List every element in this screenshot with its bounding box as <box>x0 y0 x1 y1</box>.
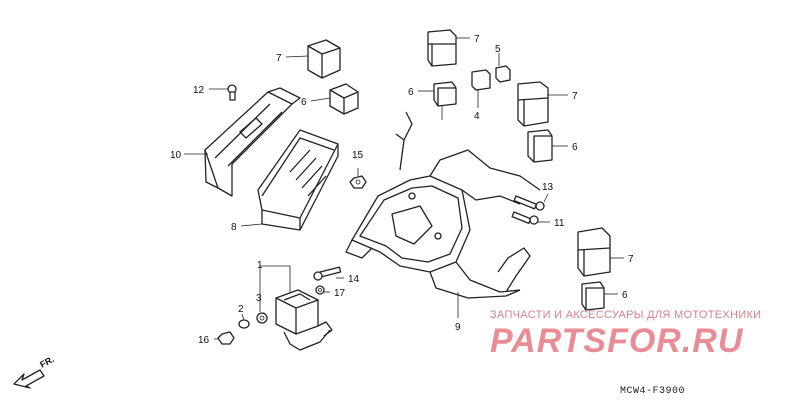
watermark-subtitle: ЗАПЧАСТИ И АКСЕССУАРЫ ДЛЯ МОТОТЕХНИКИ <box>490 309 761 321</box>
front-arrow-icon <box>13 369 45 389</box>
callout-10: 10 <box>170 150 182 161</box>
callout-7: 7 <box>572 91 578 102</box>
callout-8: 8 <box>231 222 237 233</box>
part-8-ecu-unit <box>257 129 339 231</box>
part-3-collar <box>256 312 268 324</box>
part-17-washer <box>315 285 325 295</box>
callout-6: 6 <box>622 290 628 301</box>
leader-lines <box>184 37 624 340</box>
callout-15: 15 <box>352 150 364 161</box>
part-14-bolt <box>313 266 342 281</box>
front-arrow-label: FR. <box>38 354 55 370</box>
callout-6: 6 <box>301 97 307 108</box>
callout-1: 1 <box>257 260 263 271</box>
part-11-bolt <box>511 211 539 225</box>
relay-group-upper-left <box>307 39 359 115</box>
callout-16: 16 <box>198 335 210 346</box>
part-15-nut <box>349 175 367 189</box>
part-9-wire-harness-bracket <box>345 111 541 299</box>
watermark-logo: PARTSFOR.RU <box>490 322 744 360</box>
callout-11: 11 <box>554 218 565 229</box>
part-13-bolt <box>513 195 545 211</box>
relay-group-lower-right <box>577 227 611 311</box>
relay-group-right <box>517 81 553 163</box>
callout-14: 14 <box>348 274 360 285</box>
callout-7: 7 <box>276 53 282 64</box>
part-16-nut <box>217 331 235 345</box>
front-direction-indicator: FR. <box>13 354 56 389</box>
callout-13: 13 <box>542 182 554 193</box>
callout-12: 12 <box>193 85 205 96</box>
watermark: ЗАПЧАСТИ И АКСЕССУАРЫ ДЛЯ МОТОТЕХНИКИ PA… <box>490 309 761 360</box>
part-10-ecu-cover <box>204 87 301 197</box>
relay-group-top-center <box>427 29 511 120</box>
callout-6: 6 <box>572 142 578 153</box>
callout-3: 3 <box>256 293 262 304</box>
callout-9: 9 <box>455 322 461 333</box>
callout-labels: 7 12 6 10 8 7 5 6 4 7 6 15 13 11 7 6 1 2… <box>170 34 634 346</box>
part-2-grommet <box>238 319 250 329</box>
diagram-code: MCW4-F3900 <box>620 386 685 397</box>
callout-7: 7 <box>474 34 480 45</box>
callout-5: 5 <box>495 44 501 55</box>
callout-2: 2 <box>238 304 244 315</box>
part-12-bolt <box>227 84 237 101</box>
callout-6: 6 <box>408 87 414 98</box>
callout-7: 7 <box>628 254 634 265</box>
callout-17: 17 <box>334 288 346 299</box>
part-1-sensor-assembly <box>275 289 333 351</box>
callout-4: 4 <box>474 111 480 122</box>
